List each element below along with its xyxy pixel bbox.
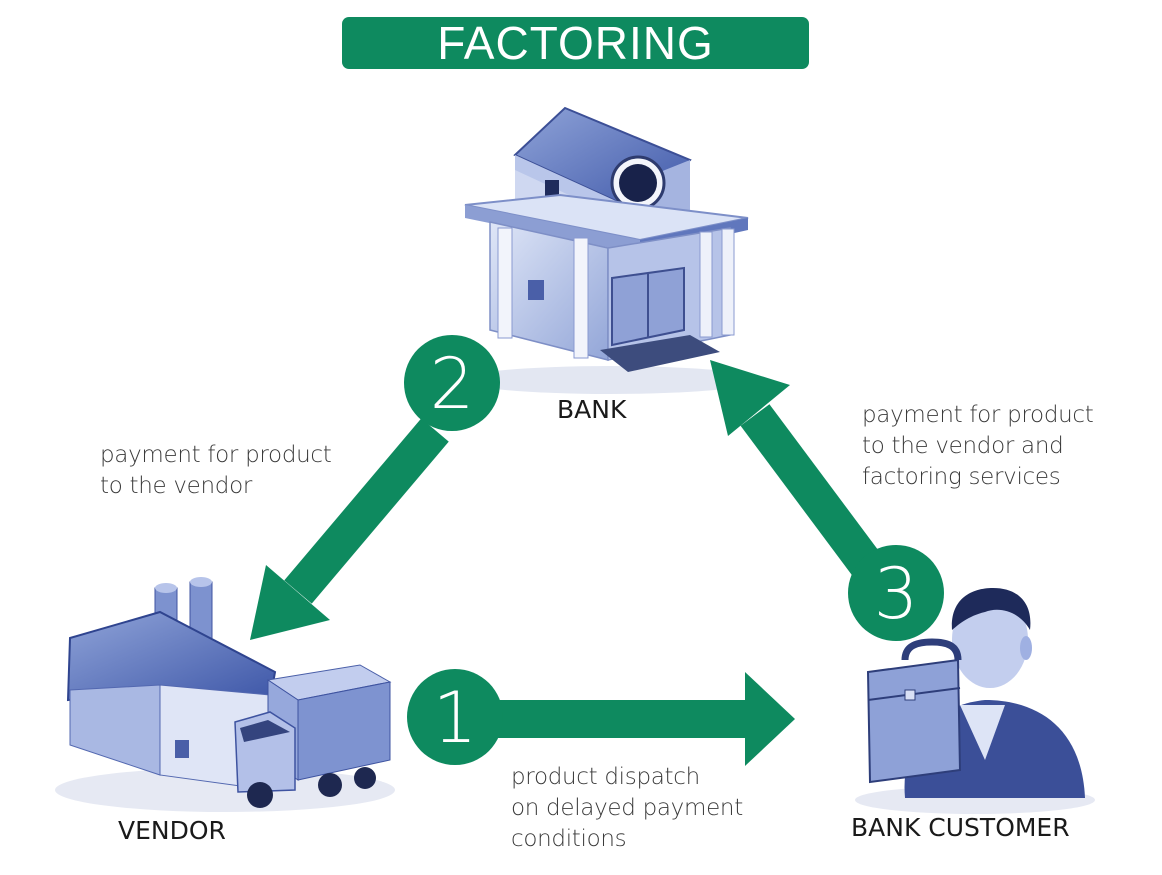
caption-line: to the vendor (100, 473, 253, 499)
step-badge-2: 2 (404, 335, 500, 431)
caption-line: on delayed payment (511, 795, 743, 821)
node-label-bank: BANK (557, 395, 627, 424)
businessman-briefcase-icon (855, 588, 1095, 814)
arrow-step-2 (250, 418, 449, 640)
step-number-1: 1 (433, 677, 478, 759)
step-badge-1: 1 (407, 669, 503, 765)
caption-line: to the vendor and (862, 433, 1064, 459)
caption-line: payment for product (100, 442, 332, 468)
step-number-3: 3 (874, 553, 919, 635)
caption-line: conditions (511, 826, 627, 852)
caption-step-2: payment for product to the vendor (100, 440, 332, 502)
caption-step-1: product dispatch on delayed payment cond… (511, 762, 743, 855)
node-label-vendor: VENDOR (118, 816, 226, 845)
diagram-title: FACTORING (342, 17, 809, 69)
caption-line: product dispatch (511, 764, 700, 790)
caption-line: factoring services (862, 464, 1061, 490)
caption-line: payment for product (862, 402, 1094, 428)
caption-step-3: payment for product to the vendor and fa… (862, 400, 1094, 493)
bank-building-icon (460, 106, 760, 394)
step-badge-3: 3 (848, 545, 944, 641)
step-number-2: 2 (430, 343, 475, 425)
node-label-customer: BANK CUSTOMER (851, 813, 1070, 842)
arrow-step-3 (710, 360, 893, 591)
factory-truck-icon (55, 577, 395, 812)
